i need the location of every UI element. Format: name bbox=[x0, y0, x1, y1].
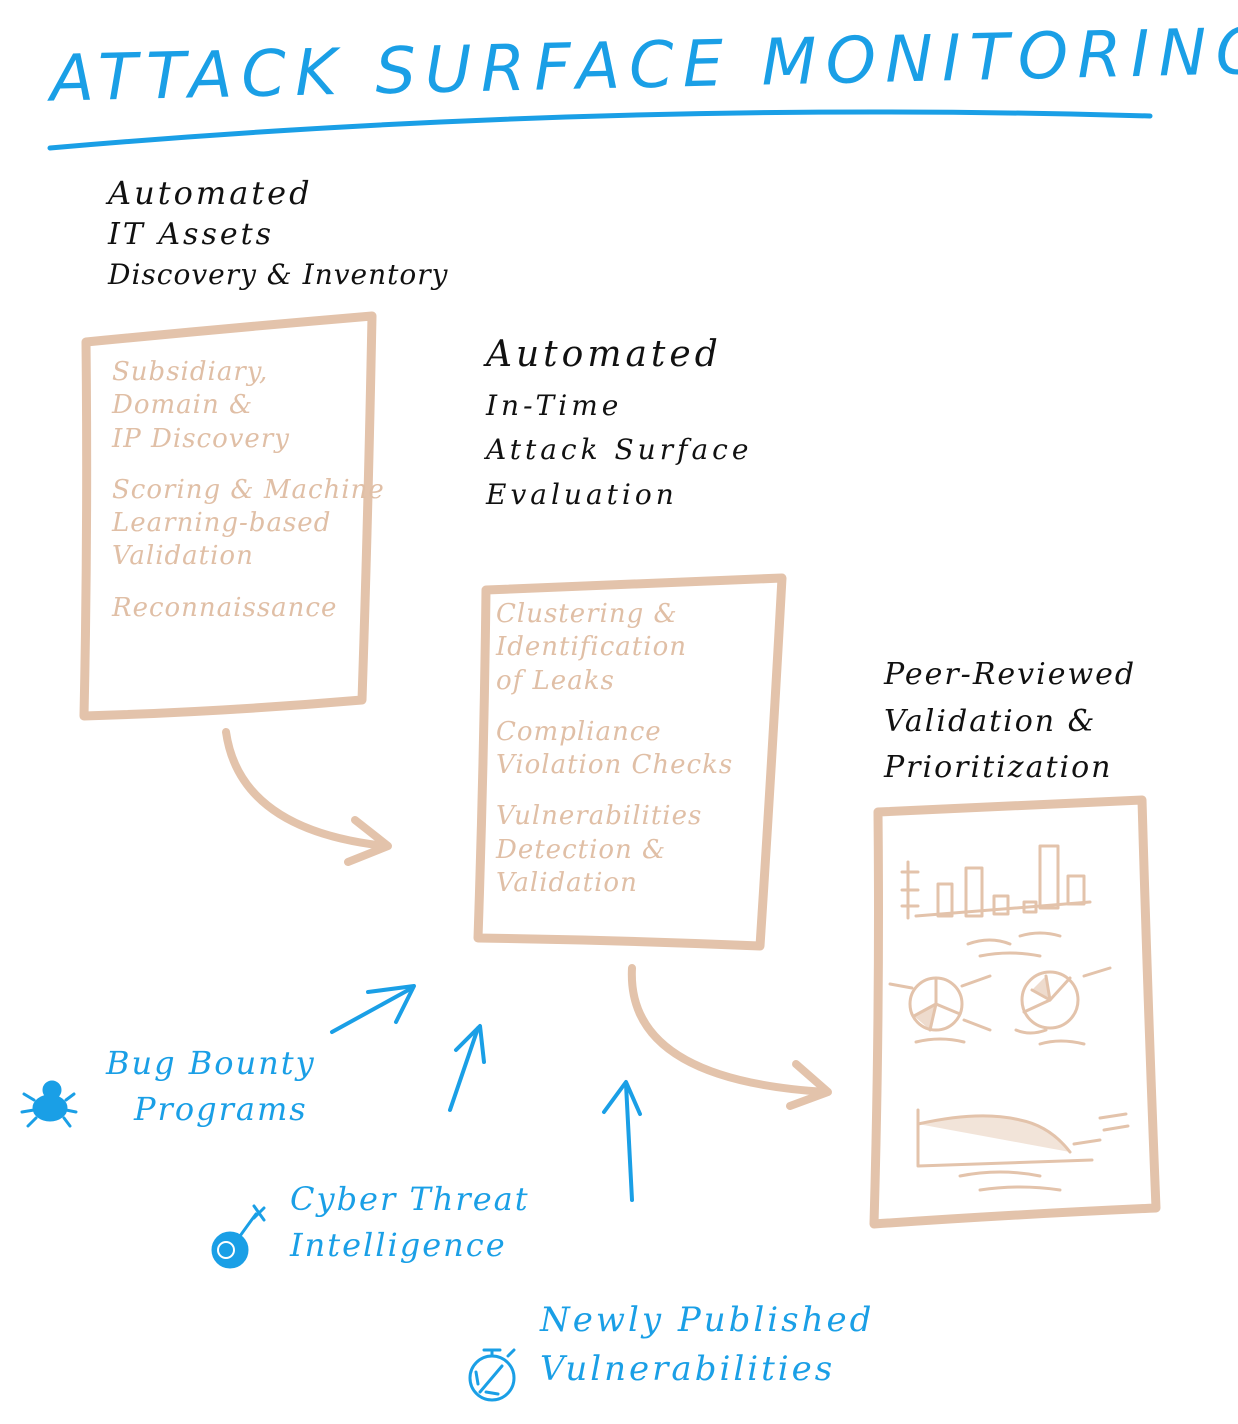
stage-3-heading-line: Prioritization bbox=[884, 750, 1113, 785]
input-new-vulns-line: Vulnerabilities bbox=[540, 1349, 836, 1390]
stage-2-item: Vulnerabilities bbox=[496, 801, 703, 832]
stage-3-heading-line: Validation & bbox=[884, 703, 1097, 739]
input-bug-bounty: Bug Bounty Programs bbox=[106, 1040, 316, 1133]
stage-1-items: Subsidiary, Domain & IP Discovery Scorin… bbox=[112, 356, 384, 643]
stage-2-heading-line: In-Time bbox=[486, 388, 623, 422]
bug-icon bbox=[20, 1080, 78, 1128]
input-threat-intel-line: Intelligence bbox=[290, 1226, 507, 1265]
stage-1-item: Scoring & Machine bbox=[112, 474, 385, 505]
input-threat-intel: Cyber Threat Intelligence bbox=[290, 1176, 530, 1269]
input-bug-bounty-line: Bug Bounty bbox=[106, 1044, 316, 1082]
stage-1-heading-line: IT Assets bbox=[108, 217, 275, 253]
stage-1-item: Domain & bbox=[112, 390, 254, 421]
report-pie-charts bbox=[888, 966, 1112, 1046]
report-area-chart bbox=[916, 1108, 1130, 1192]
stage-2-item: Clustering & bbox=[496, 599, 678, 629]
stage-1-heading-line: Automated bbox=[108, 174, 313, 212]
stopwatch-icon bbox=[468, 1348, 516, 1402]
stage-1-heading-line: Discovery & Inventory bbox=[108, 257, 449, 291]
arrow-stage2-to-stage3 bbox=[627, 964, 832, 1110]
bomb-icon bbox=[211, 1204, 266, 1269]
arrow-threat-intel bbox=[448, 1024, 486, 1112]
stage-2-item: Violation Checks bbox=[496, 750, 734, 781]
stage-2-item: Compliance bbox=[496, 716, 662, 747]
stage-2-items: Clustering & Identification of Leaks Com… bbox=[496, 598, 766, 918]
stage-2-item: Detection & bbox=[496, 834, 667, 865]
stage-1-item: Validation bbox=[112, 541, 254, 572]
stage-1-item: Reconnaissance bbox=[112, 592, 338, 623]
arrow-stage1-to-stage2 bbox=[222, 728, 392, 866]
stage-2-heading-line: Automated bbox=[486, 334, 722, 375]
stage-2-item: Identification bbox=[496, 632, 687, 663]
report-bar-chart bbox=[900, 844, 1092, 958]
report-sketch bbox=[888, 844, 1130, 1192]
stage-2-heading-line: Attack Surface bbox=[486, 433, 753, 467]
title-underline bbox=[47, 109, 1153, 151]
stage-2-heading: Automated In-Time Attack Surface Evaluat… bbox=[486, 326, 752, 518]
input-new-vulns: Newly Published Vulnerabilities bbox=[540, 1296, 874, 1395]
input-new-vulns-line: Newly Published bbox=[540, 1300, 875, 1340]
input-threat-intel-line: Cyber Threat bbox=[290, 1180, 530, 1218]
arrow-bug-bounty bbox=[330, 984, 416, 1034]
stage-2-item: Validation bbox=[496, 867, 638, 898]
stage-1-item: IP Discovery bbox=[112, 423, 290, 454]
stage-2-box bbox=[473, 573, 787, 951]
input-bug-bounty-line: Programs bbox=[134, 1090, 308, 1129]
stage-1-heading: Automated IT Assets Discovery & Inventor… bbox=[108, 172, 448, 293]
stage-3-heading: Peer-Reviewed Validation & Prioritizatio… bbox=[884, 652, 1136, 792]
stage-1-box bbox=[79, 311, 377, 721]
stage-2-heading-line: Evaluation bbox=[486, 478, 678, 512]
stage-1-item: Learning-based bbox=[112, 508, 332, 539]
stage-3-box bbox=[869, 795, 1161, 1229]
stage-2-item: of Leaks bbox=[496, 665, 615, 696]
stage-1-item: Subsidiary, bbox=[112, 357, 269, 387]
stage-3-heading-line: Peer-Reviewed bbox=[884, 657, 1137, 692]
arrow-new-vulns bbox=[602, 1080, 642, 1202]
